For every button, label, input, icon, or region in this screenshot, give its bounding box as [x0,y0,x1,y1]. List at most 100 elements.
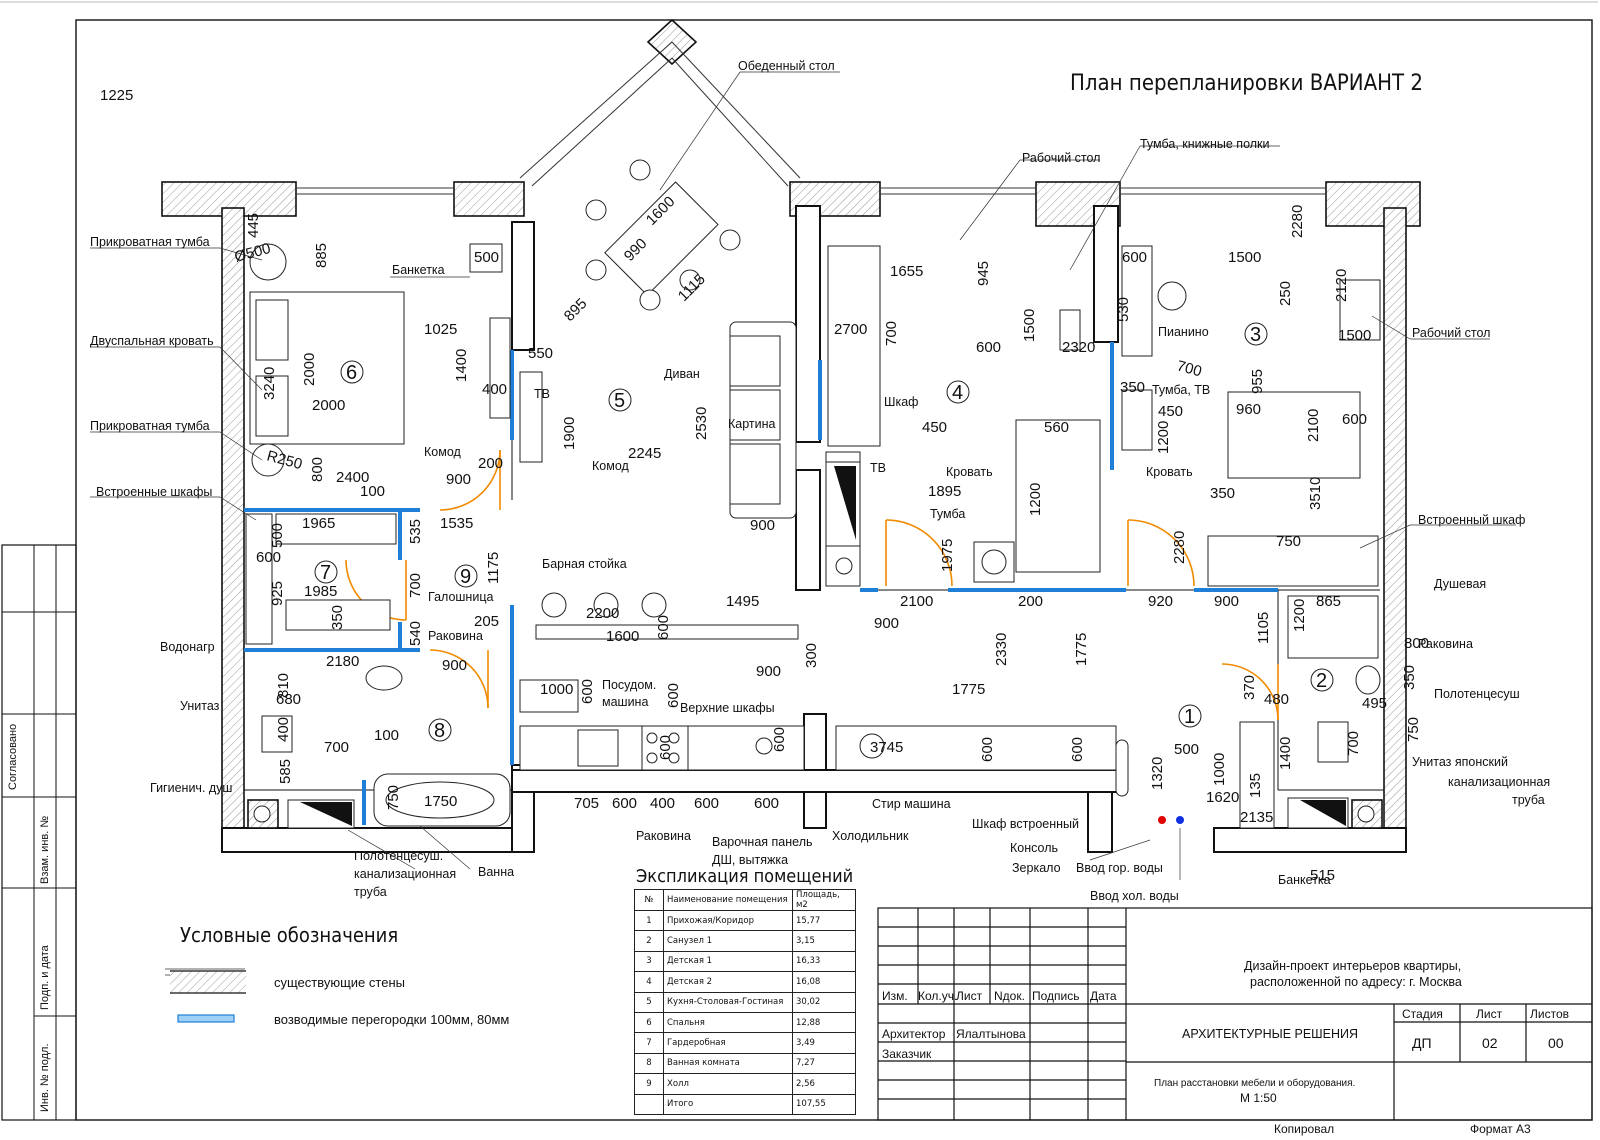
dimension-label: 600 [612,795,637,812]
label-bed-3: Кровать [1146,465,1193,479]
dimension-label: 1200 [1155,421,1172,454]
dimension-label: 600 [1122,249,1147,266]
dimension-label: 700 [407,573,424,598]
dimension-label: 400 [275,717,292,742]
dimension-label: 1320 [1149,757,1166,790]
label-tumba-4: Тумба [930,507,965,521]
legend: Условные обозначения существующие стены … [170,923,509,1027]
explication-title: Экспликация помещений [636,866,853,887]
dimension-label: 2000 [301,353,318,386]
dimension-label: 600 [1069,737,1086,762]
explication-cell-num: 8 [634,1052,664,1075]
dimension-label: 1105 [1255,612,1272,644]
dimension-label: 3240 [261,367,278,400]
label-mirror: Зеркало [1012,861,1061,875]
stamp-head-izm: Изм. [882,989,908,1003]
dimension-label: 2400 [336,469,369,486]
dimension-label: 3745 [870,739,903,756]
explication-cell-num: 7 [634,1032,664,1054]
label-piano: Пианино [1158,325,1209,339]
dimension-label: 2280 [1289,205,1306,238]
dimension-label: 1775 [1073,633,1090,666]
dimension-label: 900 [756,663,781,680]
side-stamp-sign: Подп. и дата [39,944,51,1010]
explication-cell-num: 9 [634,1073,664,1095]
explication-header-name: Наименование помещения [663,889,793,911]
label-hygienic-shower: Гигиенич. душ [150,781,232,795]
label-sink-hall: Раковина [428,629,483,643]
dimension-label: 1000 [540,681,573,698]
label-dishwasher-1: Посудом. [602,678,656,692]
dimension-label: 900 [874,615,899,632]
label-shower: Душевая [1434,577,1486,591]
room-number-4: 4 [952,382,963,404]
dimension-label: 1115 [675,271,709,305]
label-towel-dryer-pipe-1: Полотенцесуш. [354,849,443,863]
stamp-sheet-label: Лист [1476,1007,1503,1021]
explication-cell-area: 3,49 [792,1032,856,1054]
dimension-label: 1500 [1228,249,1261,266]
dimension-label: 400 [650,795,675,812]
label-bar-counter: Барная стойка [542,557,627,571]
dimension-label: 1175 [485,552,502,584]
dimension-label: 600 [256,549,281,566]
stamp-section: АРХИТЕКТУРНЫЕ РЕШЕНИЯ [1182,1027,1358,1041]
room-number-3: 3 [1250,324,1261,346]
label-work-desk-right: Рабочий стол [1412,326,1490,340]
stamp-stage-label: Стадия [1402,1007,1443,1021]
dimension-label: 350 [1210,485,1235,502]
explication-cell-area: 12,88 [792,1011,856,1034]
side-stamp-replace: Взам. инв. № [39,816,51,884]
label-towel-dryer-pipe-2: канализационная [354,867,456,881]
label-towel-dryer-pipe-3: труба [354,885,387,899]
stamp-head-kolvo: Кол.уч. [918,989,957,1003]
dimension-label: 500 [1174,741,1199,758]
dimension-label: 600 [665,683,682,708]
label-bathtub: Ванна [478,865,514,879]
plan-title: План перепланировки ВАРИАНТ 2 [1070,71,1423,96]
dimension-label: 1965 [302,515,335,532]
dimension-label: 370 [1241,675,1258,700]
label-dishwasher-2: машина [602,695,648,709]
dimension-label: 1200 [1291,599,1308,632]
dimension-label: 450 [922,419,947,436]
dimension-label: 400 [482,381,507,398]
label-sofa: Диван [664,367,700,381]
dimension-label: 1500 [1338,327,1371,344]
dimension-label: 2320 [1062,339,1095,356]
dimension-label: 550 [528,345,553,362]
label-wardrobe-4: Шкаф [884,395,918,409]
dimension-label: 1000 [1211,753,1228,786]
dimension-label: 700 [1175,357,1204,380]
label-hob-2: ДШ, вытяжка [712,853,788,867]
dimension-label: 750 [1276,533,1301,550]
exterior-walls [161,18,1421,853]
stamp-architect-name: Ялалтынова [956,1027,1026,1041]
dimension-label: 750 [1405,717,1422,742]
explication-header-row: № Наименование помещения Площадь, м2 [634,889,856,911]
dimension-label: 600 [694,795,719,812]
dimension-label: 1895 [928,483,961,500]
dimension-label: 200 [1018,593,1043,610]
room-number-1: 1 [1184,706,1195,728]
dimension-label: 600 [657,735,674,760]
room-number-9: 9 [460,566,471,588]
label-bedside-table-2: Прикроватная тумба [90,419,210,433]
dimension-label: 205 [474,613,499,630]
explication-cell-name: Кухня-Столовая-Гостиная [663,991,793,1013]
footer-copied: Копировал [1274,1122,1334,1136]
dimension-label: 960 [1236,401,1261,418]
footer-format: Формат А3 [1470,1122,1531,1136]
explication-cell-name: Спальня [663,1011,793,1034]
explication-cell-name: Итого [663,1093,793,1115]
explication-cell-num: 5 [634,991,664,1013]
explication-cell-area: 30,02 [792,991,856,1013]
explication-header-num: № [634,889,664,911]
label-built-in-wardrobes: Встроенные шкафы [96,485,212,499]
dimension-label: 1495 [726,593,759,610]
stamp-head-date: Дата [1090,989,1117,1003]
stamp-head-sign: Подпись [1032,989,1080,1003]
